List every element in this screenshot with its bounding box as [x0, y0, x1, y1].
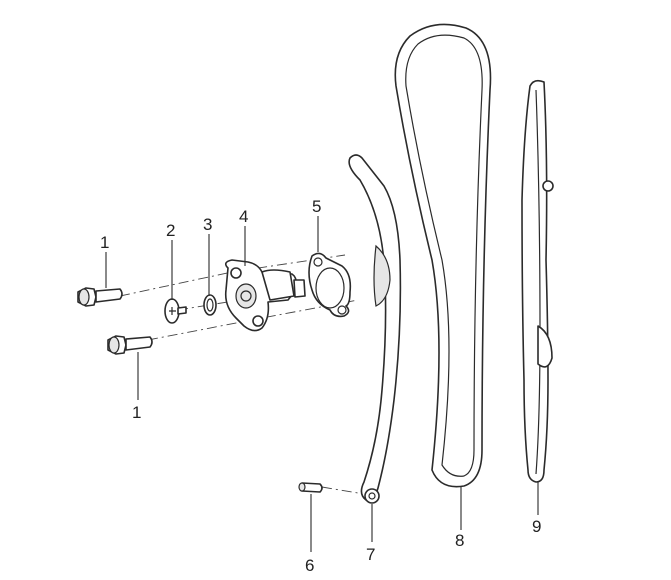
chain-guide-rail [521, 79, 554, 483]
dowel-pin [298, 482, 323, 493]
callout-2: 2 [166, 221, 175, 240]
timing-chain [394, 23, 492, 488]
callout-4: 4 [239, 207, 248, 226]
washer [164, 298, 187, 324]
chain-tensioner [224, 259, 306, 332]
gasket [308, 252, 352, 318]
callout-3: 3 [203, 215, 212, 234]
callout-1-lower: 1 [132, 403, 141, 422]
callout-1-upper: 1 [100, 233, 109, 252]
callout-8: 8 [455, 531, 464, 550]
callout-7: 7 [366, 545, 375, 564]
callout-9: 9 [532, 517, 541, 536]
tensioner-rail [348, 154, 402, 504]
callout-5: 5 [312, 197, 321, 216]
bolt-upper [77, 287, 123, 307]
bolt-lower [107, 335, 153, 355]
leader-lines [105, 216, 539, 552]
o-ring [203, 294, 217, 316]
callout-6: 6 [305, 556, 314, 575]
